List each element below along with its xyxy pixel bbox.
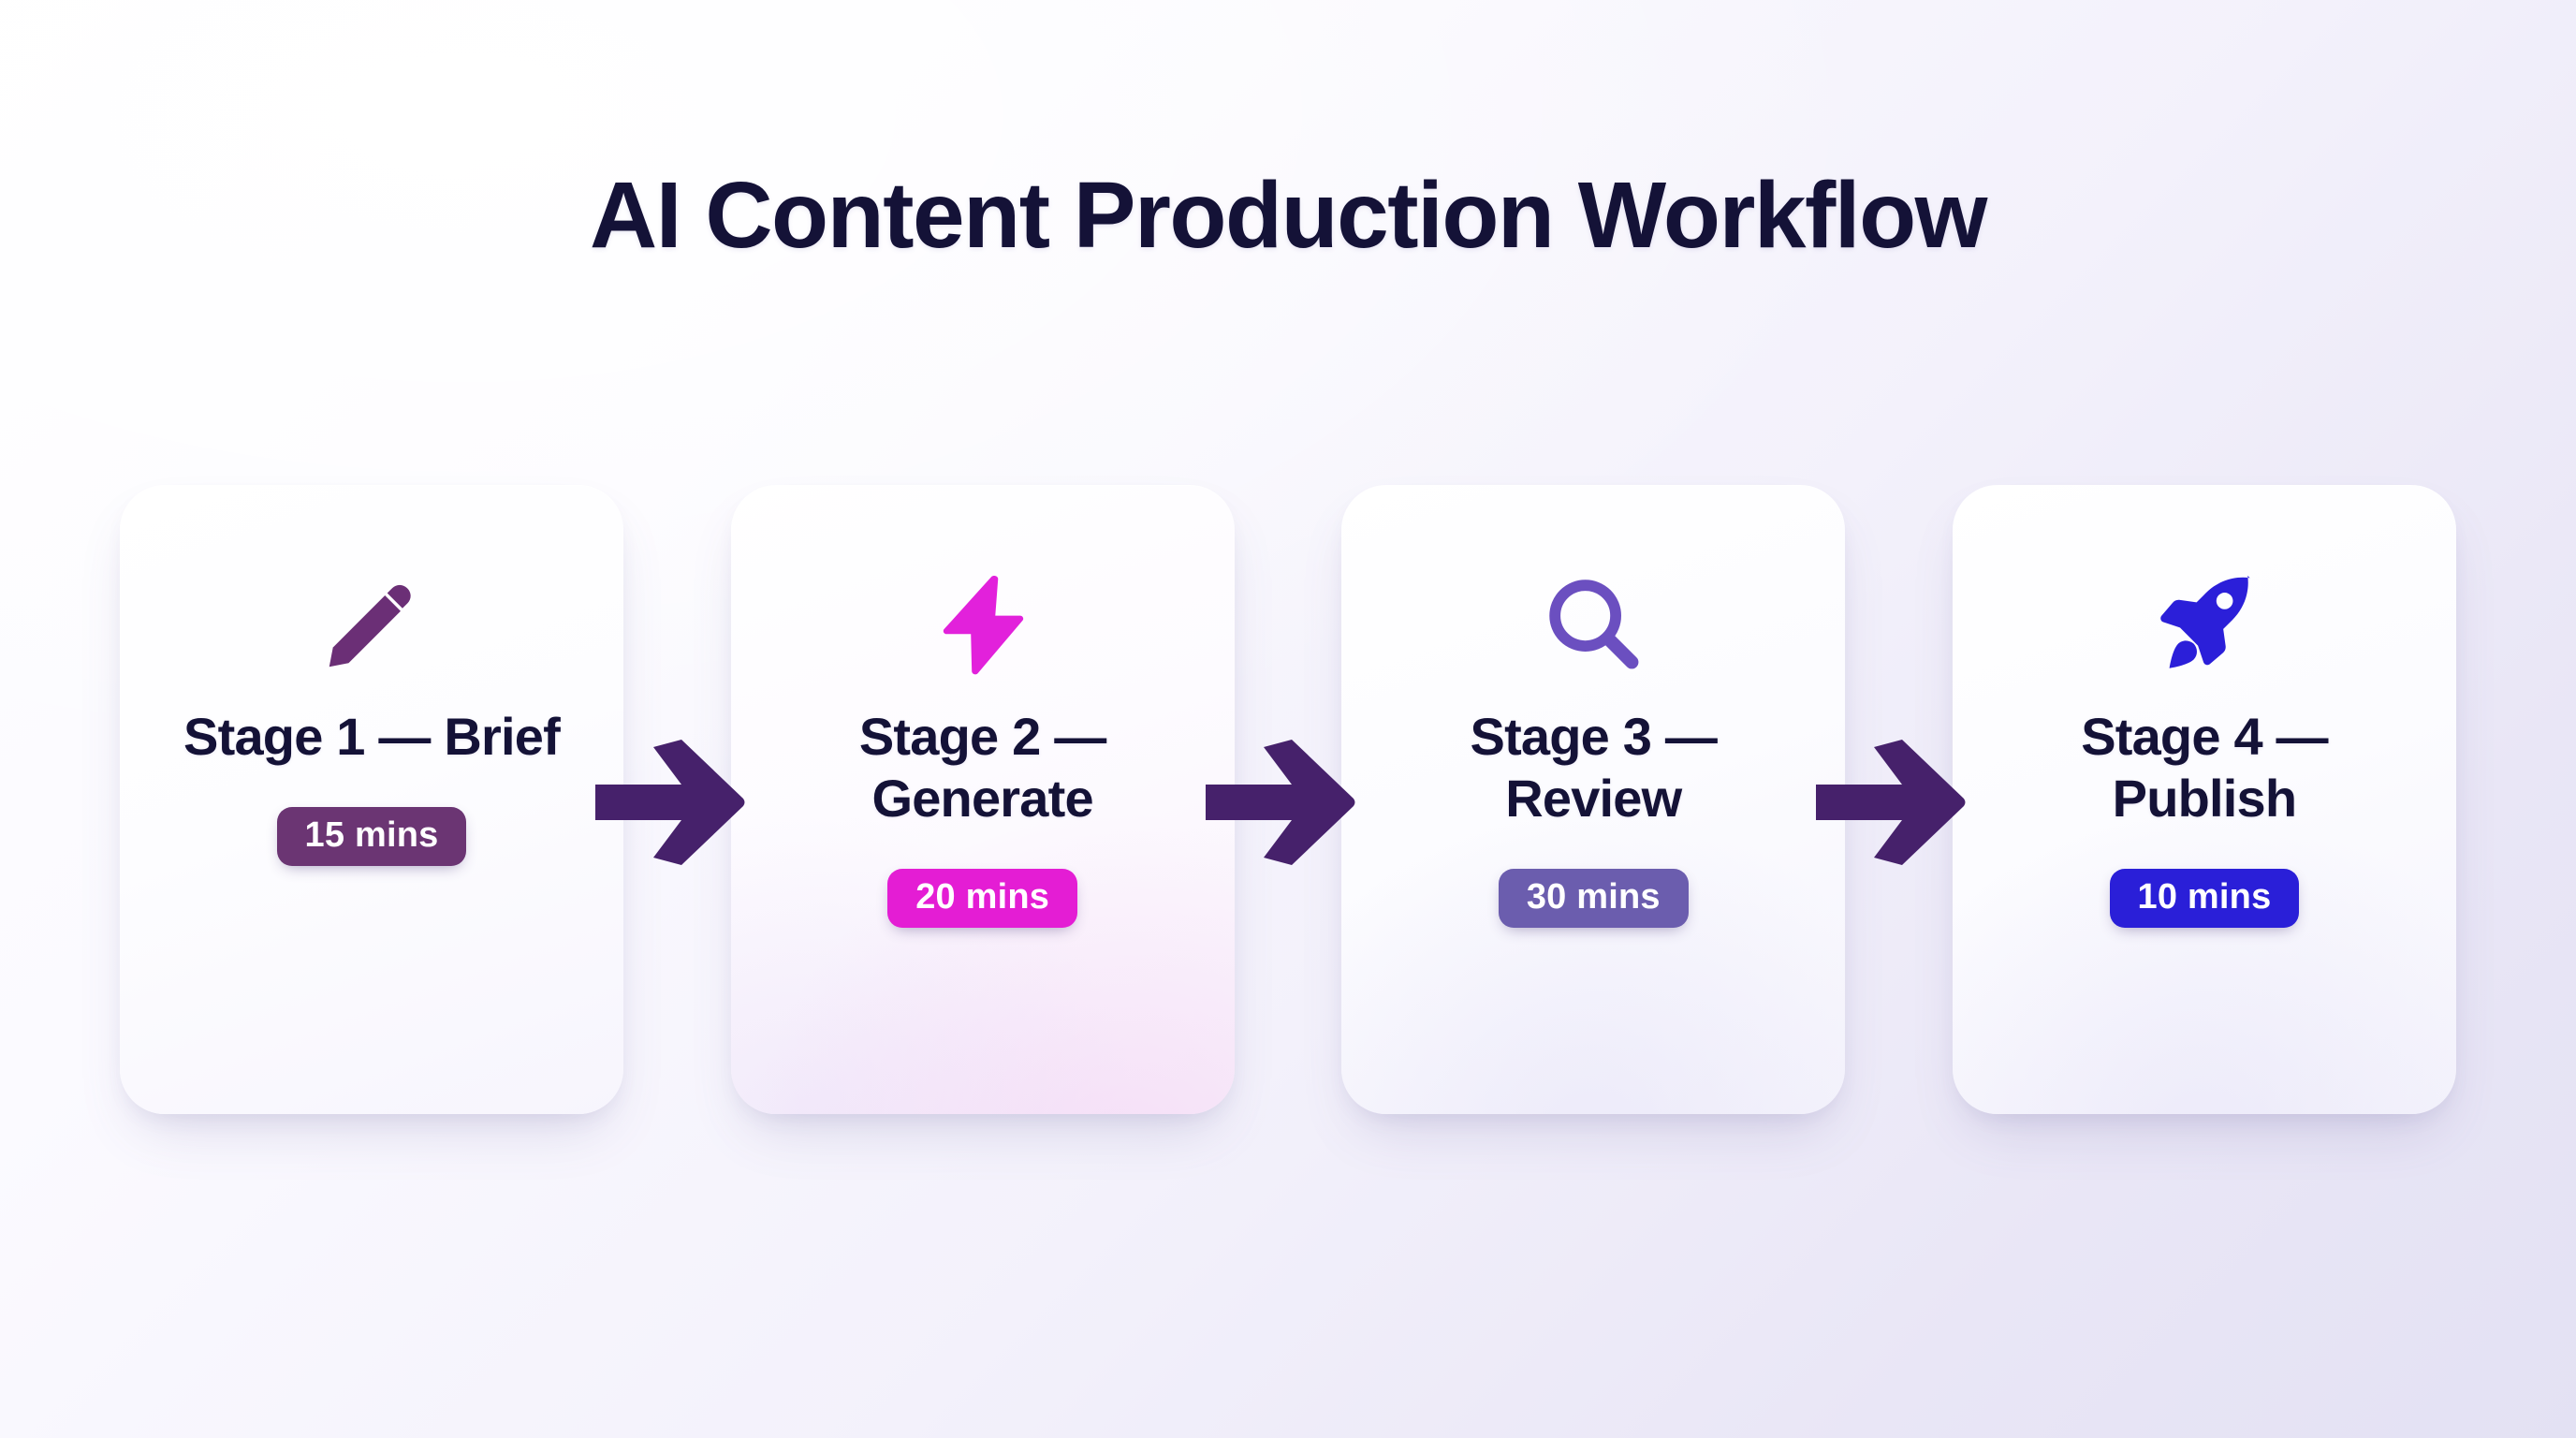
- stage-duration-badge: 30 mins: [1498, 869, 1689, 929]
- stage-label: Stage 1 — Brief: [183, 707, 561, 766]
- stage-card-4[interactable]: Stage 4 — Publish 10 mins: [1952, 485, 2456, 1114]
- stage-card-1[interactable]: Stage 1 — Brief 15 mins: [120, 485, 623, 1114]
- page-header: AI Content Production Workflow: [0, 167, 2576, 265]
- stage-duration-badge: 15 mins: [276, 807, 467, 867]
- stage-duration-badge: 20 mins: [887, 869, 1078, 929]
- magnifying-glass-icon: [1538, 564, 1648, 683]
- lightning-bolt-icon: [928, 564, 1038, 683]
- workflow-stage-row: Stage 1 — Brief 15 mins Stage 2 — Genera…: [120, 485, 2456, 1114]
- rocket-icon: [2149, 564, 2260, 683]
- stage-label: Stage 4 — Publish: [2081, 707, 2328, 829]
- stage-card-3[interactable]: Stage 3 — Review 30 mins: [1341, 485, 1846, 1114]
- stage-duration-badge: 10 mins: [2109, 869, 2300, 929]
- page-title: AI Content Production Workflow: [590, 163, 1987, 268]
- stage-label: Stage 2 — Generate: [858, 707, 1106, 829]
- stage-card-2[interactable]: Stage 2 — Generate 20 mins: [730, 485, 1235, 1114]
- stage-label: Stage 3 — Review: [1470, 707, 1718, 829]
- pencil-icon: [316, 564, 427, 683]
